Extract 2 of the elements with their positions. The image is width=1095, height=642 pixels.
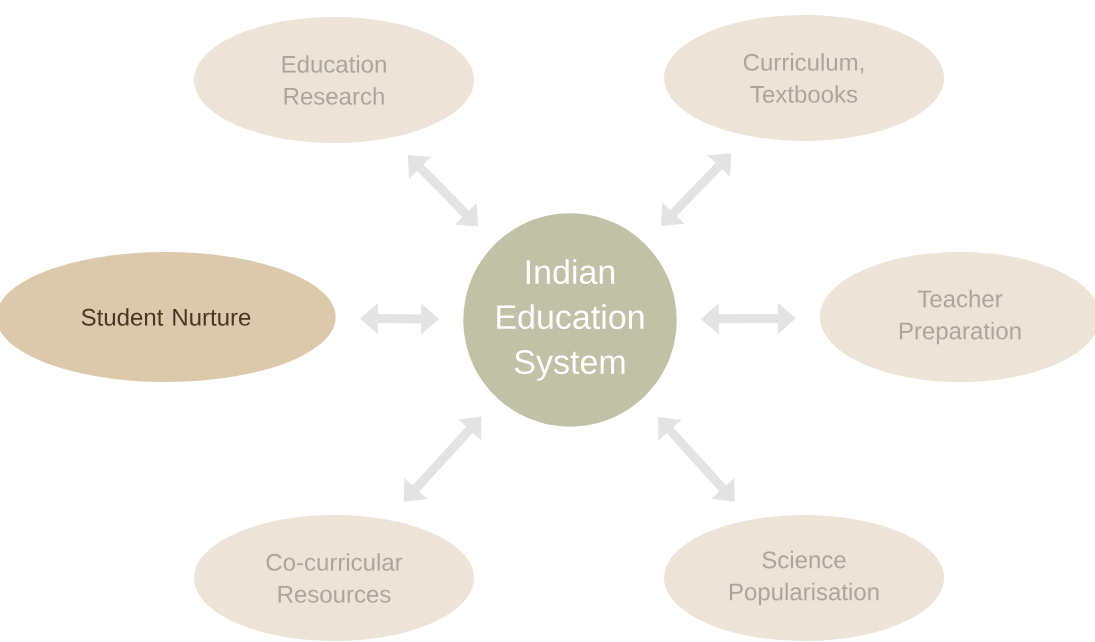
double-arrow (661, 153, 732, 226)
double-arrow (403, 416, 482, 502)
